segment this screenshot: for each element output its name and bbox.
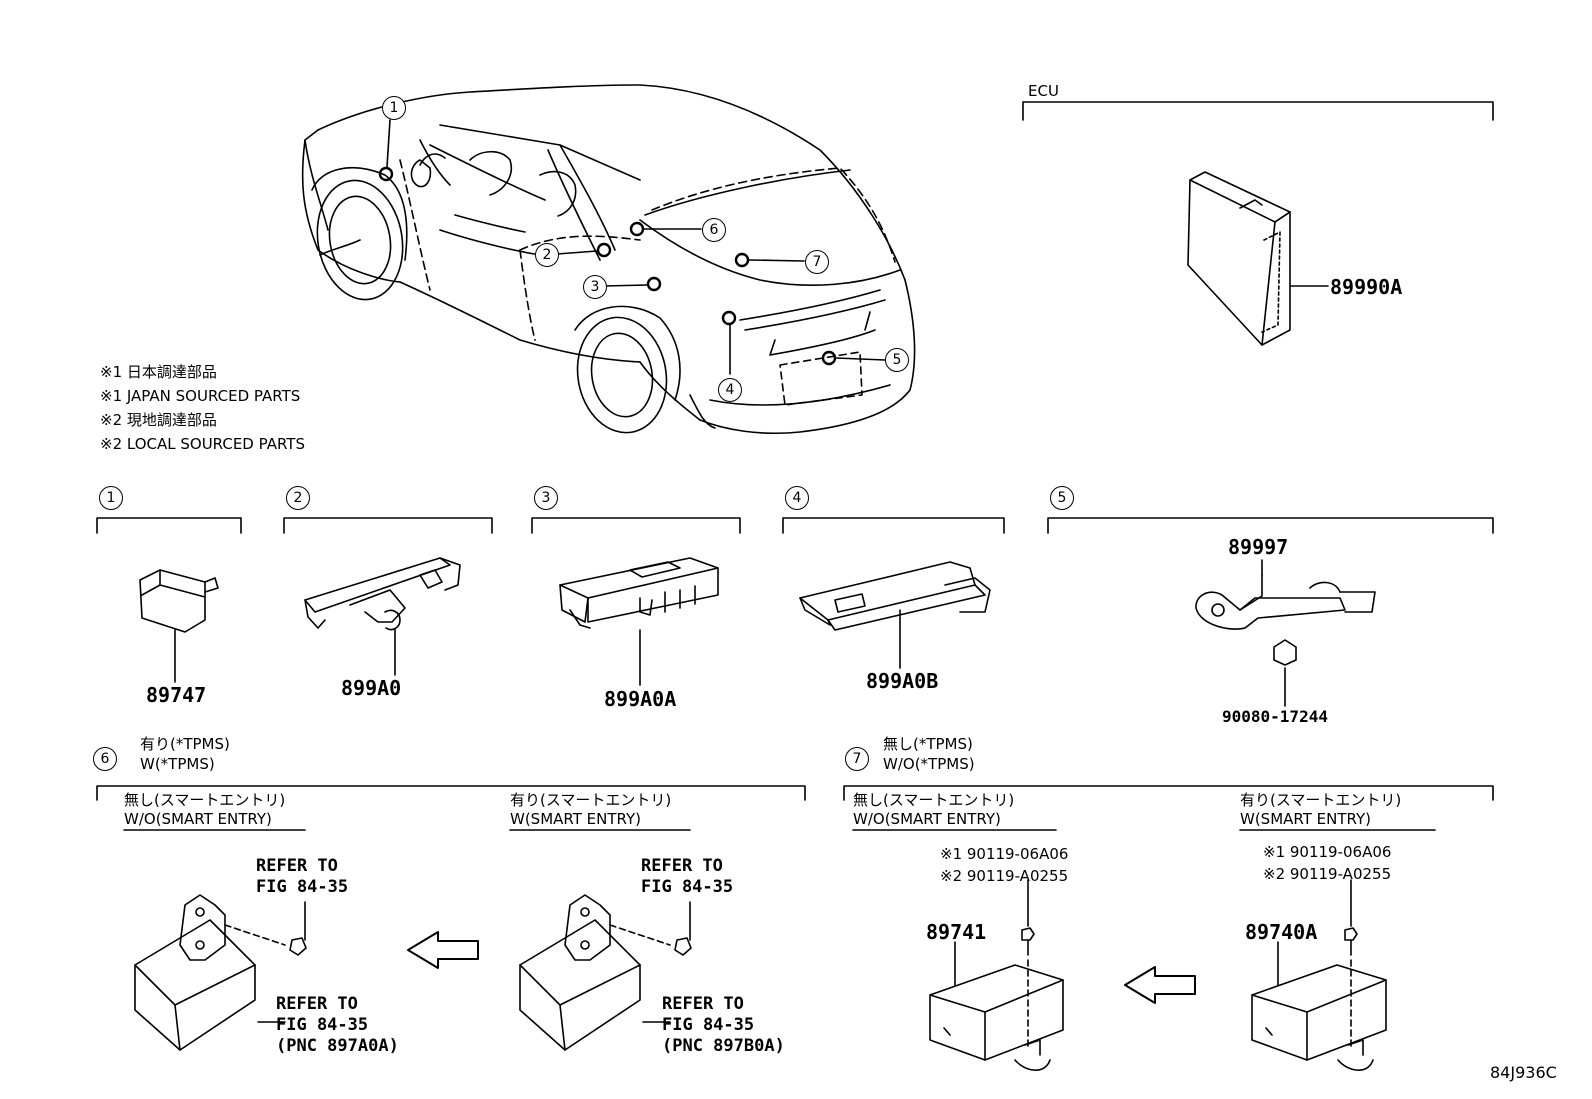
ref-line: FIG 84-35 <box>276 1015 369 1035</box>
group6-right-ref-top[interactable]: REFER TO FIG 84-35 <box>641 856 733 898</box>
group6-left-ref-bottom[interactable]: REFER TO FIG 84-35 (PNC 897A0A) <box>276 994 399 1057</box>
group6-left-label-en: W/O(SMART ENTRY) <box>124 810 272 828</box>
group7-right-label-jp: 有り(スマートエントリ) <box>1240 791 1402 809</box>
part-899A0-drawing <box>304 557 461 676</box>
group6-title-jp: 有り(*TPMS) <box>140 735 230 753</box>
group-5-number: 5 <box>1050 486 1074 510</box>
part-89997-drawing <box>1195 559 1376 707</box>
group-3-number: 3 <box>534 486 558 510</box>
group7-arrow <box>1124 966 1196 1004</box>
ref-line: REFER TO <box>641 856 723 876</box>
group-1-number: 1 <box>99 486 123 510</box>
group7-right-box-drawing <box>1251 879 1387 1071</box>
ecu-bracket <box>1022 101 1494 121</box>
group7-right-bolt-2[interactable]: ※2 90119-A0255 <box>1263 865 1392 883</box>
group7-title-en: W/O(*TPMS) <box>883 755 975 773</box>
group6-brackets <box>96 785 806 831</box>
group7-left-label-en: W/O(SMART ENTRY) <box>853 810 1001 828</box>
note-line: ※1 日本調達部品 <box>100 363 217 381</box>
car-callout-7: 7 <box>805 250 829 274</box>
part-number-89747[interactable]: 89747 <box>146 683 207 707</box>
group7-left-bolt-1[interactable]: ※1 90119-06A06 <box>940 845 1069 863</box>
group-brackets-row1 <box>96 517 1494 534</box>
ref-line: (PNC 897B0A) <box>662 1036 785 1056</box>
part-number-89740A[interactable]: 89740A <box>1245 920 1318 944</box>
ref-line: REFER TO <box>662 994 744 1014</box>
group-6-number: 6 <box>93 747 117 771</box>
group7-right-label-en: W(SMART ENTRY) <box>1240 810 1372 828</box>
car-callout-6: 6 <box>702 218 726 242</box>
car-illustration <box>301 84 916 435</box>
group7-left-box-drawing <box>929 879 1064 1071</box>
ref-line: REFER TO <box>276 994 358 1014</box>
note-line: ※2 LOCAL SOURCED PARTS <box>100 435 305 453</box>
car-callout-dots <box>378 166 837 366</box>
note-line: ※1 JAPAN SOURCED PARTS <box>100 387 301 405</box>
car-callout-1: 1 <box>382 96 406 120</box>
ref-line: FIG 84-35 <box>256 877 349 897</box>
group-2-number: 2 <box>286 486 310 510</box>
group6-left-bracket-drawing <box>134 894 307 1051</box>
group6-right-label-en: W(SMART ENTRY) <box>510 810 642 828</box>
part-number-89741[interactable]: 89741 <box>926 920 987 944</box>
part-number-899A0A[interactable]: 899A0A <box>604 687 677 711</box>
group-7-number: 7 <box>845 747 869 771</box>
ref-line: FIG 84-35 <box>662 1015 755 1035</box>
group7-title-jp: 無し(*TPMS) <box>883 735 973 753</box>
figure-code: 84J936C <box>1490 1063 1557 1082</box>
part-number-899A0[interactable]: 899A0 <box>341 676 402 700</box>
group7-right-bolt-1[interactable]: ※1 90119-06A06 <box>1263 843 1392 861</box>
car-leader-lines <box>386 119 886 375</box>
group6-title-en: W(*TPMS) <box>140 755 215 773</box>
part-899A0A-drawing <box>559 557 719 686</box>
group7-left-label-jp: 無し(スマートエントリ) <box>853 791 1015 809</box>
group6-left-ref-top[interactable]: REFER TO FIG 84-35 <box>256 856 348 898</box>
part-number-89997[interactable]: 89997 <box>1228 535 1289 559</box>
group-4-number: 4 <box>785 486 809 510</box>
group6-right-ref-bottom[interactable]: REFER TO FIG 84-35 (PNC 897B0A) <box>662 994 785 1057</box>
group6-right-bracket-drawing <box>519 894 692 1051</box>
ecu-label: ECU <box>1028 82 1059 100</box>
group7-left-bolt-2[interactable]: ※2 90119-A0255 <box>940 867 1069 885</box>
part-number-90080-17244[interactable]: 90080-17244 <box>1222 707 1328 726</box>
group6-arrow <box>407 931 479 969</box>
part-89747-drawing <box>139 569 219 683</box>
note-line: ※2 現地調達部品 <box>100 411 217 429</box>
group6-right-label-jp: 有り(スマートエントリ) <box>510 791 672 809</box>
car-callout-2: 2 <box>535 243 559 267</box>
car-callout-5: 5 <box>885 348 909 372</box>
car-callout-4: 4 <box>718 378 742 402</box>
ecu-module-drawing <box>1187 171 1329 346</box>
part-899A0B-drawing <box>799 561 991 669</box>
group6-left-label-jp: 無し(スマートエントリ) <box>124 791 286 809</box>
ref-line: REFER TO <box>256 856 338 876</box>
car-callout-3: 3 <box>583 275 607 299</box>
ref-line: FIG 84-35 <box>641 877 734 897</box>
group7-brackets <box>843 785 1494 831</box>
ref-line: (PNC 897A0A) <box>276 1036 399 1056</box>
part-number-899A0B[interactable]: 899A0B <box>866 669 939 693</box>
ecu-part-number[interactable]: 89990A <box>1330 275 1403 299</box>
